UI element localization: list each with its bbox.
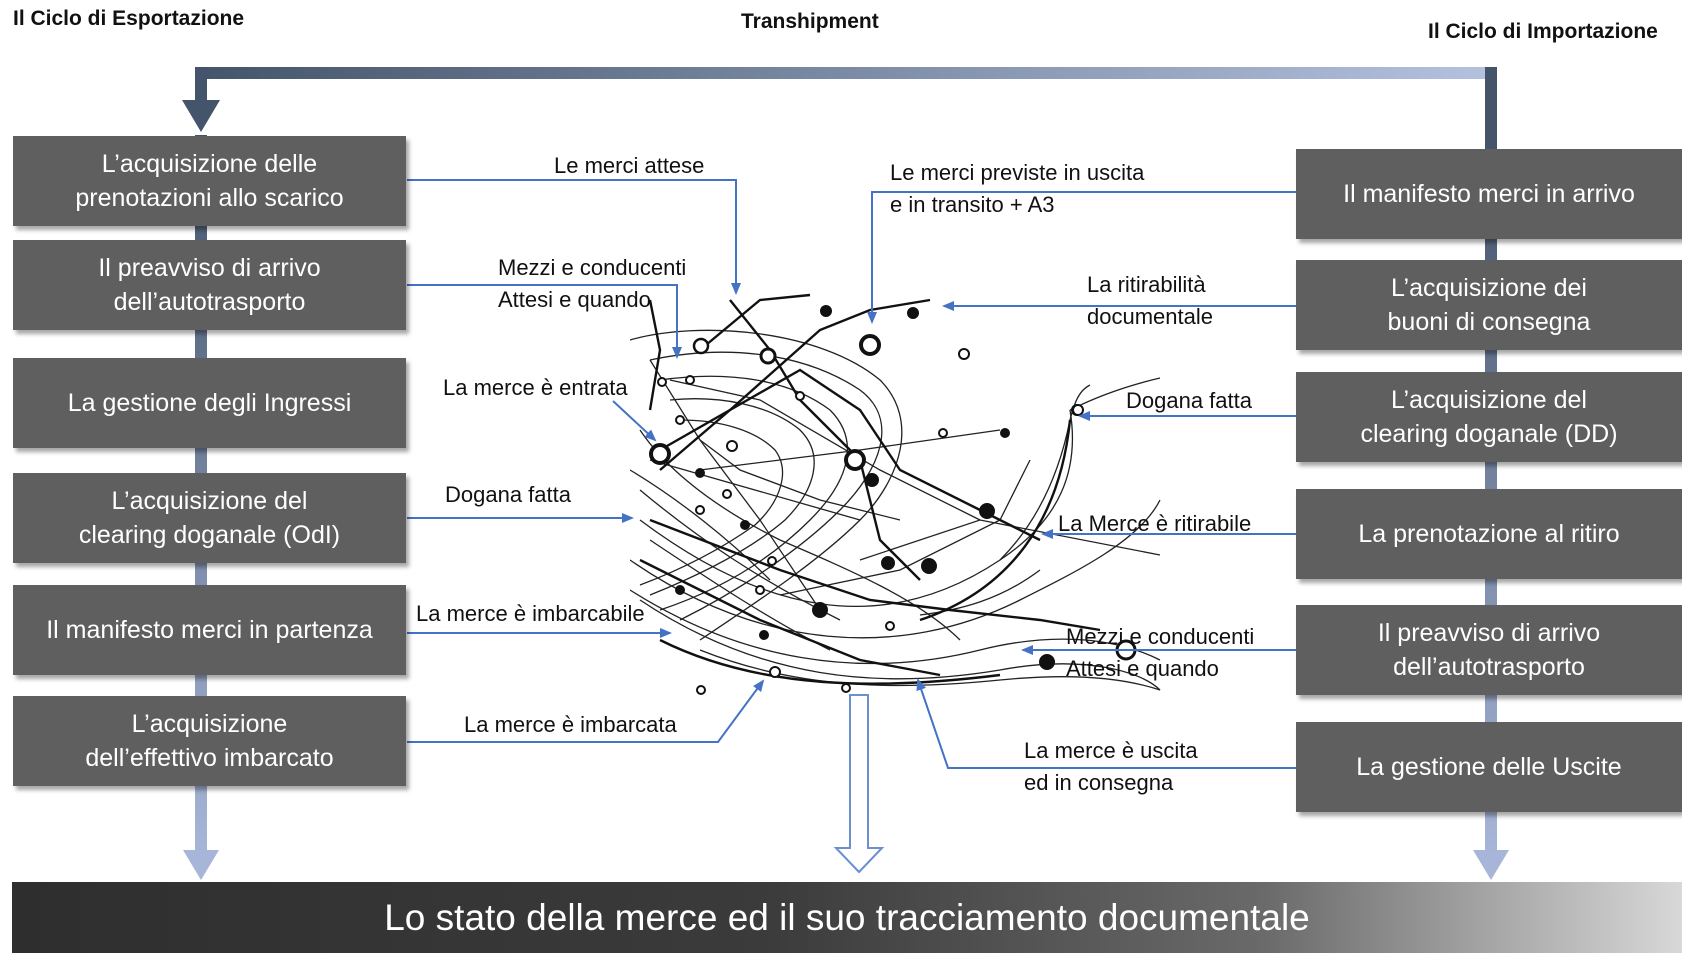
top-flow-bar: [182, 67, 1497, 147]
import-step-inbound-manifest: Il manifesto merci in arrivo: [1296, 149, 1682, 239]
import-step-truck-preadvice: Il preavviso di arrivo dell’autotrasport…: [1296, 605, 1682, 695]
down-arrow-icon: [183, 850, 219, 880]
label-expected-goods: Le merci attese: [554, 153, 705, 178]
network-stations: [649, 305, 1137, 695]
label-goods-entered: La merce è entrata: [443, 375, 628, 400]
export-step-actual-loading: L’acquisizione dell’effettivo imbarcato: [13, 696, 406, 786]
label-customs-done-export: Dogana fatta: [445, 482, 571, 507]
import-step-gate-out: La gestione delle Uscite: [1296, 722, 1682, 812]
label-expected-outbound-goods: Le merci previste in uscita e in transit…: [890, 160, 1145, 217]
label-documentary-pickup: La ritirabilità documentale: [1087, 272, 1213, 329]
label-expected-trucks-import: Mezzi e conducenti Attesi e quando: [1066, 624, 1255, 681]
down-arrow-icon: [182, 100, 220, 132]
map-crop: [560, 280, 630, 700]
label-goods-loadable: La merce è imbarcabile: [416, 601, 645, 626]
network-lines-bold: [639, 293, 1101, 685]
export-step-outbound-manifest: Il manifesto merci in partenza: [13, 585, 406, 675]
export-step-gate-in: La gestione degli Ingressi: [13, 358, 406, 448]
export-step-customs-clearing: L’acquisizione del clearing doganale (Od…: [13, 473, 406, 563]
down-arrow-icon: [833, 694, 885, 874]
label-customs-done-import: Dogana fatta: [1126, 388, 1252, 413]
export-step-unloading-bookings: L’acquisizione delle prenotazioni allo s…: [13, 136, 406, 226]
right-connectors: [867, 191, 1296, 769]
label-expected-trucks-export: Mezzi e conducenti Attesi e quando: [498, 255, 687, 312]
import-step-delivery-orders: L’acquisizione dei buoni di consegna: [1296, 260, 1682, 350]
label-goods-collectable: La Merce è ritirabile: [1058, 511, 1252, 536]
left-connectors: [407, 179, 765, 743]
import-step-customs-clearing: L’acquisizione del clearing doganale (DD…: [1296, 372, 1682, 462]
label-goods-exited: La merce è uscita ed in consegna: [1024, 738, 1198, 795]
import-step-pickup-booking: La prenotazione al ritiro: [1296, 489, 1682, 579]
label-goods-loaded: La merce è imbarcata: [464, 712, 677, 737]
down-arrow-icon: [1473, 850, 1509, 880]
export-step-truck-preadvice: Il preavviso di arrivo dell’autotrasport…: [13, 240, 406, 330]
transhipment-title: Transhipment: [741, 10, 879, 33]
status-tracking-banner: Lo stato della merce ed il suo tracciame…: [12, 882, 1682, 953]
import-cycle-title: Il Ciclo di Importazione: [1428, 20, 1658, 43]
export-cycle-title: Il Ciclo di Esportazione: [13, 7, 245, 30]
